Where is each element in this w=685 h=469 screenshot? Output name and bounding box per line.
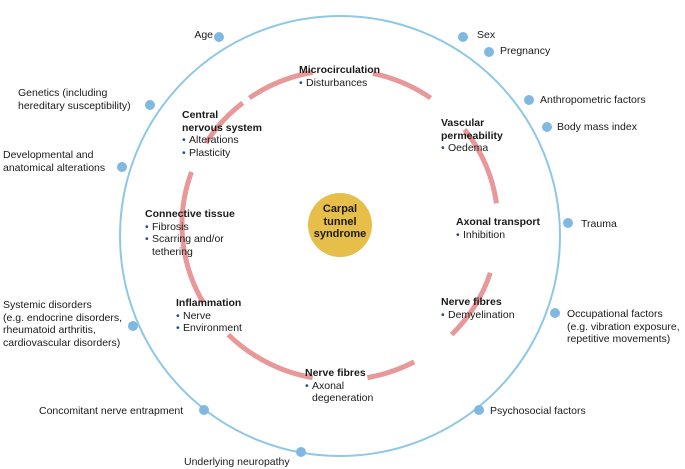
mech-item: Oedema (441, 142, 503, 155)
dot-neuropathy (296, 447, 306, 457)
mech-vascular: Vascular permeability Oedema (441, 117, 503, 155)
mech-microcirculation: Microcirculation Disturbances (299, 64, 380, 89)
risk-age: Age (194, 29, 213, 41)
dot-bmi (542, 122, 552, 132)
mech-title: Inflammation (176, 297, 242, 309)
dot-occupational (550, 308, 560, 318)
risk-occupational: Occupational factors (e.g. vibration exp… (567, 308, 680, 345)
dot-age (214, 32, 224, 42)
mech-title: nervous system (182, 121, 262, 134)
mech-item: Plasticity (182, 147, 262, 160)
dot-pregnancy (484, 47, 494, 57)
dot-genetics (145, 100, 155, 110)
mech-title: Axonal transport (456, 216, 541, 228)
inner-arc-4 (449, 272, 493, 337)
mech-title: Nerve fibres (441, 296, 502, 308)
mech-cns: Central nervous system Alterations Plast… (182, 109, 262, 159)
inner-arc-1 (247, 69, 314, 101)
inner-arc-2 (372, 70, 433, 101)
dot-anthropometric (524, 95, 534, 105)
mech-item: Axonal (305, 380, 373, 393)
center-circle (308, 193, 372, 257)
mech-nerve-fibres-axonal: Nerve fibres Axonal degeneration (305, 367, 373, 405)
dot-systemic (128, 321, 138, 331)
dot-developmental (117, 162, 127, 172)
mech-item: tethering (152, 245, 193, 258)
dot-psychosocial (474, 405, 484, 415)
risk-sex: Sex (477, 29, 496, 41)
outer-ring (119, 15, 561, 457)
risk-anthropometric: Anthropometric factors (540, 94, 646, 106)
mech-item: Fibrosis (145, 221, 235, 234)
mech-axonal-transport: Axonal transport Inhibition (456, 216, 540, 241)
mech-item: Environment (176, 322, 242, 335)
mech-inflammation: Inflammation Nerve Environment (176, 297, 242, 335)
risk-neuropathy: Underlying neuropathy (184, 456, 290, 468)
mech-item: Alterations (182, 134, 262, 147)
inner-arc-3 (462, 128, 499, 204)
mech-title: Microcirculation (299, 64, 381, 76)
mech-item: Demyelination (441, 309, 515, 322)
mech-item: Disturbances (299, 77, 380, 90)
inner-arc-6 (226, 332, 314, 381)
risk-bmi: Body mass index (557, 121, 637, 133)
inner-arc-5 (366, 359, 416, 381)
risk-systemic: Systemic disorders (e.g. endocrine disor… (3, 299, 123, 349)
dot-sex (458, 32, 468, 42)
mech-title: Connective tissue (145, 208, 235, 220)
center-line: Carpal (322, 203, 358, 215)
risk-genetics: Genetics (including hereditary susceptib… (18, 87, 131, 112)
risk-trauma: Trauma (581, 218, 617, 230)
mech-title: Vascular (441, 117, 485, 129)
mech-item: Inhibition (456, 229, 540, 242)
dot-concomitant (199, 405, 209, 415)
risk-pregnancy: Pregnancy (500, 45, 551, 57)
mech-title: Nerve fibres (305, 367, 366, 379)
mech-connective-tissue: Connective tissue Fibrosis Scarring and/… (145, 208, 235, 258)
center-line: tunnel (323, 215, 357, 228)
center-label: Carpal tunnel syndrome (302, 203, 378, 241)
mech-title: permeability (441, 129, 503, 142)
dot-trauma (563, 218, 573, 228)
mech-title: Central (182, 109, 219, 121)
center-line: syndrome (313, 228, 367, 240)
mech-nerve-fibres-demyelination: Nerve fibres Demyelination (441, 296, 515, 321)
risk-psychosocial: Psychosocial factors (490, 405, 586, 417)
risk-factor-dots (117, 32, 573, 457)
mech-item: degeneration (312, 392, 374, 404)
risk-concomitant: Concomitant nerve entrapment (39, 405, 184, 417)
mech-item: Nerve (176, 310, 242, 323)
mech-item: Scarring and/or (145, 233, 235, 246)
risk-developmental: Developmental and anatomical alterations (3, 149, 106, 174)
